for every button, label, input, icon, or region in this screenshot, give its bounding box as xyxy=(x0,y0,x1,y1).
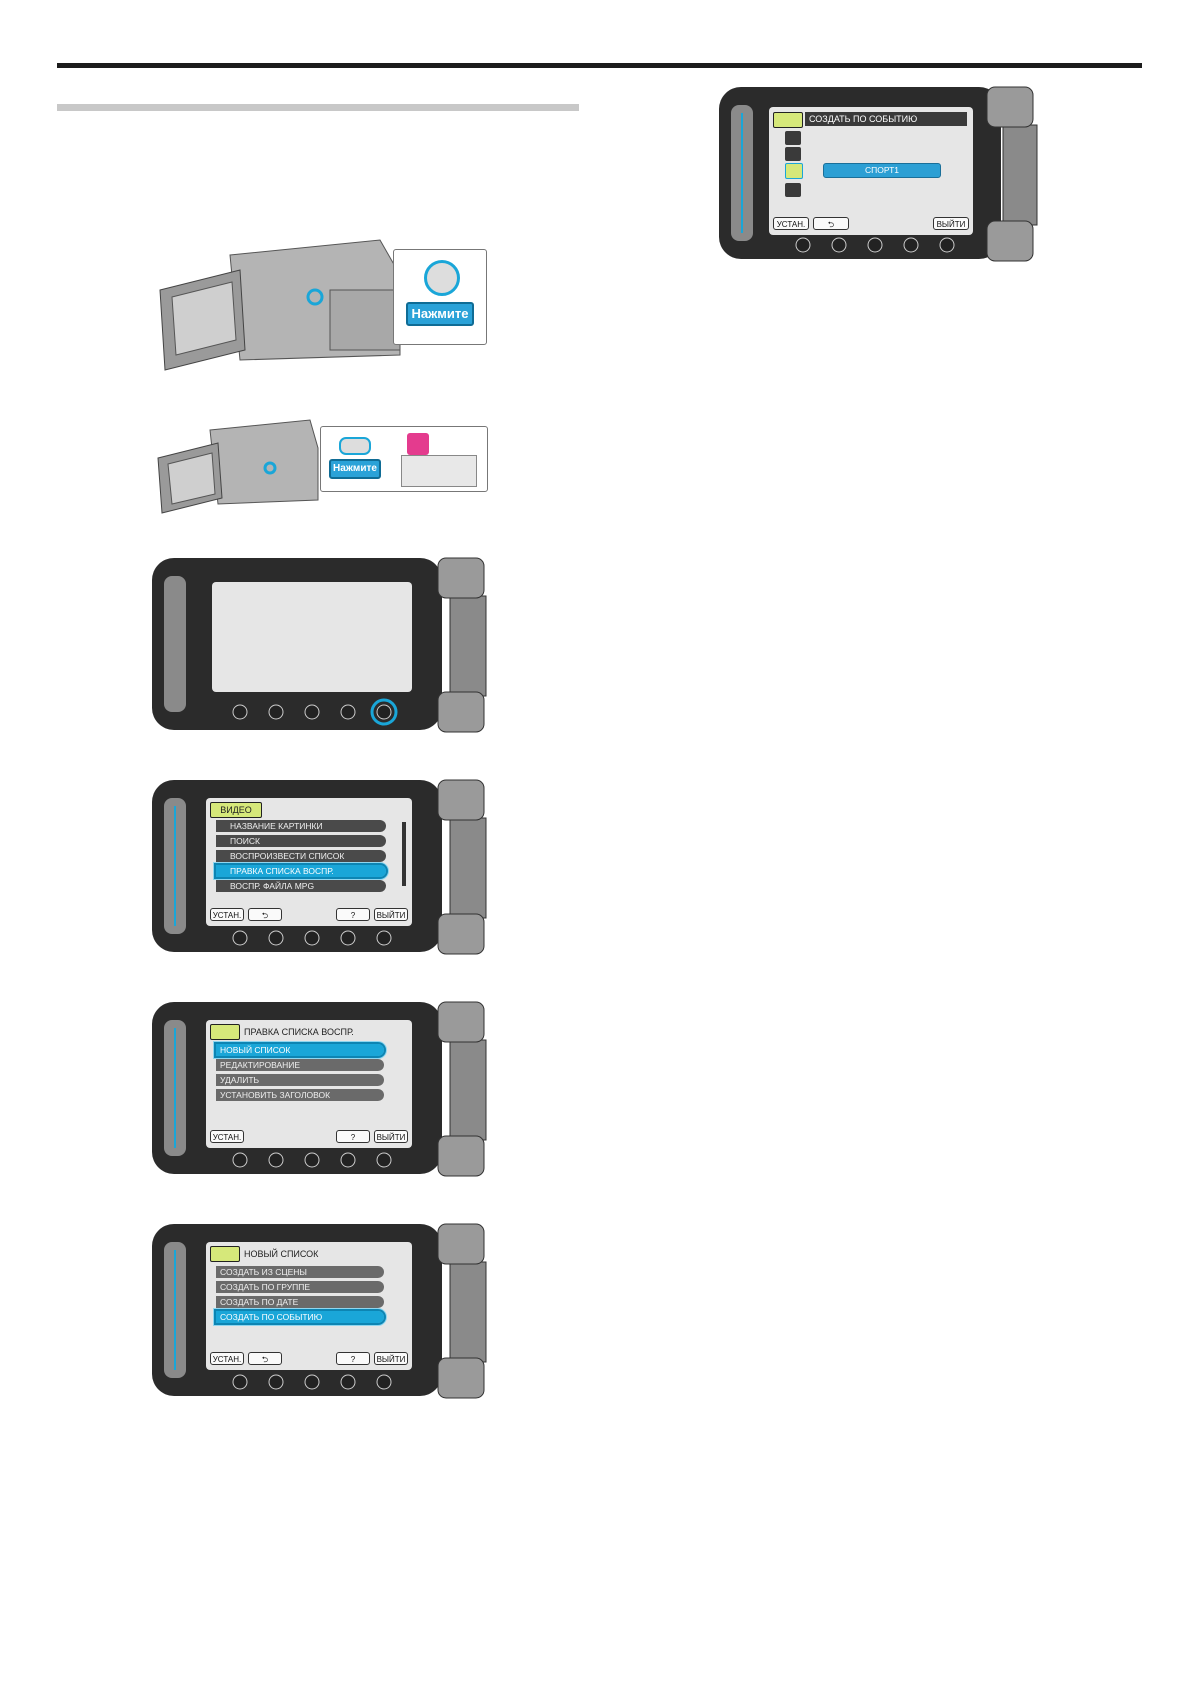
menu-item[interactable]: УДАЛИТЬ xyxy=(216,1074,384,1086)
lcd-panel-edit-playlist: ПРАВКА СПИСКА ВОСПР. НОВЫЙ СПИСОК РЕДАКТ… xyxy=(150,1000,488,1178)
menu-item[interactable]: РЕДАКТИРОВАНИЕ xyxy=(216,1059,384,1071)
video-mode-icon xyxy=(407,433,429,455)
soft-button-row: УСТАН. ⮌ ВЫЙТИ xyxy=(773,217,969,231)
callout-playback-button: Нажмите xyxy=(393,249,487,345)
camcorder-illustration-2: Нажмите xyxy=(150,418,490,518)
press-label: Нажмите xyxy=(406,302,474,326)
exit-button[interactable]: ВЫЙТИ xyxy=(374,908,408,921)
set-button[interactable]: УСТАН. xyxy=(210,1130,244,1143)
video-mode-tab-icon xyxy=(773,112,803,128)
help-button[interactable]: ? xyxy=(336,1352,370,1365)
lcd-screen: ПРАВКА СПИСКА ВОСПР. НОВЫЙ СПИСОК РЕДАКТ… xyxy=(206,1020,412,1148)
screen-title: ПРАВКА СПИСКА ВОСПР. xyxy=(244,1027,354,1037)
set-button[interactable]: УСТАН. xyxy=(773,217,809,230)
menu-item[interactable]: СОЗДАТЬ ПО ГРУППЕ xyxy=(216,1281,384,1293)
lcd-screen: ВИДЕО НАЗВАНИЕ КАРТИНКИ ПОИСК ВОСПРОИЗВЕ… xyxy=(206,798,412,926)
menu-item[interactable]: ВОСПР. ФАЙЛА MPG xyxy=(216,880,386,892)
lcd-panel-video-menu: ВИДЕО НАЗВАНИЕ КАРТИНКИ ПОИСК ВОСПРОИЗВЕ… xyxy=(150,778,488,956)
menu-item[interactable]: ПОИСК xyxy=(216,835,386,847)
menu-list: НАЗВАНИЕ КАРТИНКИ ПОИСК ВОСПРОИЗВЕСТИ СП… xyxy=(214,820,388,895)
screen-header: ПРАВКА СПИСКА ВОСПР. xyxy=(210,1024,354,1040)
menu-item[interactable]: СОЗДАТЬ ИЗ СЦЕНЫ xyxy=(216,1266,384,1278)
menu-list: НОВЫЙ СПИСОК РЕДАКТИРОВАНИЕ УДАЛИТЬ УСТА… xyxy=(214,1042,386,1104)
video-mode-icon xyxy=(210,1246,240,1262)
lcd-screen: НОВЫЙ СПИСОК СОЗДАТЬ ИЗ СЦЕНЫ СОЗДАТЬ ПО… xyxy=(206,1242,412,1370)
menu-item[interactable]: УСТАНОВИТЬ ЗАГОЛОВОК xyxy=(216,1089,384,1101)
lcd-screen: СОЗДАТЬ ПО СОБЫТИЮ СПОРТ1 УСТАН. ⮌ ВЫЙТИ xyxy=(769,107,973,235)
event-icon-4 xyxy=(785,183,801,197)
callout-mode-button: Нажмите xyxy=(320,426,488,492)
back-button[interactable]: ⮌ xyxy=(248,908,282,921)
mode-indicator-panel xyxy=(401,455,477,487)
back-button[interactable]: ⮌ xyxy=(813,217,849,230)
screen-title: СОЗДАТЬ ПО СОБЫТИЮ xyxy=(805,112,967,126)
screen-header: НОВЫЙ СПИСОК xyxy=(210,1246,319,1262)
menu-item-selected[interactable]: ПРАВКА СПИСКА ВОСПР. xyxy=(214,863,388,879)
exit-button[interactable]: ВЫЙТИ xyxy=(374,1130,408,1143)
set-button[interactable]: УСТАН. xyxy=(210,908,244,921)
help-button[interactable]: ? xyxy=(336,1130,370,1143)
screen-title: НОВЫЙ СПИСОК xyxy=(244,1249,319,1259)
soft-button-row: УСТАН. ⮌ ? ВЫЙТИ xyxy=(210,1352,408,1366)
lcd-panel-menu-button xyxy=(150,556,488,734)
menu-item[interactable]: ВОСПРОИЗВЕСТИ СПИСОК xyxy=(216,850,386,862)
menu-item[interactable]: НАЗВАНИЕ КАРТИНКИ xyxy=(216,820,386,832)
playback-button-icon xyxy=(424,260,460,296)
camcorder-illustration-1: Нажмите xyxy=(150,235,490,385)
soft-button-row: УСТАН. ? ВЫЙТИ xyxy=(210,1130,408,1144)
menu-item-selected[interactable]: НОВЫЙ СПИСОК xyxy=(214,1042,386,1058)
exit-button[interactable]: ВЫЙТИ xyxy=(374,1352,408,1365)
help-button[interactable]: ? xyxy=(336,908,370,921)
soft-button-row: УСТАН. ⮌ ? ВЫЙТИ xyxy=(210,908,408,922)
section-header-rule xyxy=(57,104,579,111)
lcd-panel-new-list: НОВЫЙ СПИСОК СОЗДАТЬ ИЗ СЦЕНЫ СОЗДАТЬ ПО… xyxy=(150,1222,488,1400)
scrollbar[interactable] xyxy=(402,822,406,886)
menu-item[interactable]: СОЗДАТЬ ПО ДАТЕ xyxy=(216,1296,384,1308)
lcd-screen-blank xyxy=(212,582,412,692)
video-mode-icon xyxy=(210,1024,240,1040)
lcd-panel-create-by-event: СОЗДАТЬ ПО СОБЫТИЮ СПОРТ1 УСТАН. ⮌ ВЫЙТИ xyxy=(717,85,1039,263)
set-button[interactable]: УСТАН. xyxy=(210,1352,244,1365)
menu-item-selected[interactable]: СОЗДАТЬ ПО СОБЫТИЮ xyxy=(214,1309,386,1325)
event-icon-2 xyxy=(785,147,801,161)
back-button[interactable]: ⮌ xyxy=(248,1352,282,1365)
selected-event-button[interactable]: СПОРТ1 xyxy=(823,163,941,178)
event-icon-1 xyxy=(785,131,801,145)
press-label: Нажмите xyxy=(329,459,381,479)
exit-button[interactable]: ВЫЙТИ xyxy=(933,217,969,230)
page-top-rule xyxy=(57,63,1142,68)
video-tab[interactable]: ВИДЕО xyxy=(210,802,262,818)
event-icon-sport xyxy=(785,163,803,179)
mode-button-icon xyxy=(339,437,371,455)
menu-list: СОЗДАТЬ ИЗ СЦЕНЫ СОЗДАТЬ ПО ГРУППЕ СОЗДА… xyxy=(214,1266,386,1326)
